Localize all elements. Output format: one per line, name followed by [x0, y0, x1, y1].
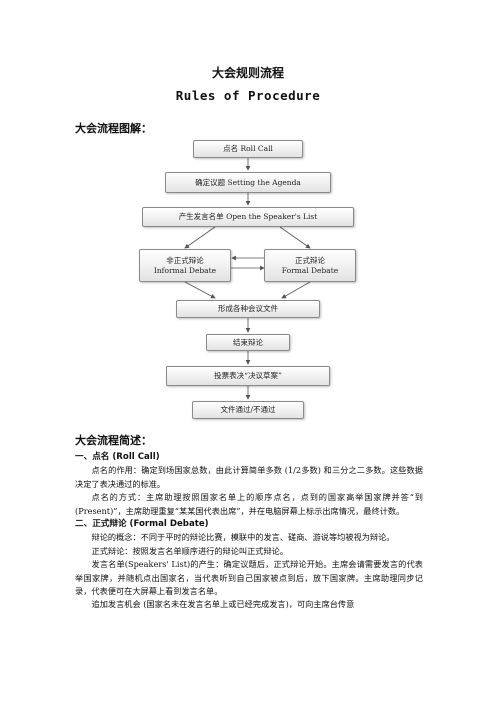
- section-heading-roll-call: 一、点名 (Roll Call): [75, 452, 160, 462]
- summary-body: 一、点名 (Roll Call) 点名的作用：确定到场国家总数，由此计算简单多数…: [75, 451, 423, 612]
- section-heading-formal-debate: 二、正式辩论 (Formal Debate): [75, 519, 209, 530]
- flow-node-result: 文件通过/不通过: [192, 401, 304, 419]
- flow-node-documents: 形成各种会议文件: [176, 300, 320, 318]
- flow-node-vote: 投票表决“决议草案”: [166, 366, 330, 386]
- arrow-formal-documents: [281, 281, 311, 299]
- flow-section-heading: 大会流程图解：: [75, 122, 152, 135]
- flow-node-agenda: 确定议题 Setting the Agenda: [165, 172, 331, 193]
- arrow-speakers-formal: [279, 226, 311, 249]
- flow-node-informal-debate: 非正式辩论 Informal Debate: [139, 249, 231, 282]
- flow-node-formal-debate: 正式辩论 Formal Debate: [264, 249, 356, 282]
- flow-node-roll-call: 点名 Roll Call: [193, 140, 303, 158]
- arrow-informal-documents: [184, 281, 216, 299]
- paragraph: 正式辩论：按照发言名单顺序进行的辩论叫正式辩论。: [91, 545, 289, 556]
- flow-node-end-debate: 结束辩论: [206, 334, 290, 351]
- page-title: 大会规则流程: [211, 66, 284, 80]
- paragraph: 追加发言机会 (国家名未在发言名单上或已经完成发言)，可向主席台传意: [91, 599, 355, 610]
- page-subtitle: Rules of Procedure: [175, 88, 321, 103]
- paragraph: 发言名单(Speakers' List)的产生：确定议题后，正式辩论开始。主席会…: [75, 559, 423, 597]
- paragraph: 辩论的概念：不同于平时的辩论比赛，模联中的发言、磋商、游说等均被视为辩论。: [91, 532, 395, 543]
- summary-heading: 大会流程简述：: [75, 434, 152, 447]
- paragraph: 点名的作用：确定到场国家总数，由此计算简单多数 (1/2多数) 和三分之二多数。…: [75, 465, 423, 489]
- arrow-speakers-informal: [184, 226, 216, 249]
- flow-node-speakers-list: 产生发言名单 Open the Speaker's List: [142, 207, 354, 227]
- paragraph: 点名的方式：主席助理按照国家名单上的顺序点名，点到的国家高举国家牌并答“到(Pr…: [75, 492, 423, 516]
